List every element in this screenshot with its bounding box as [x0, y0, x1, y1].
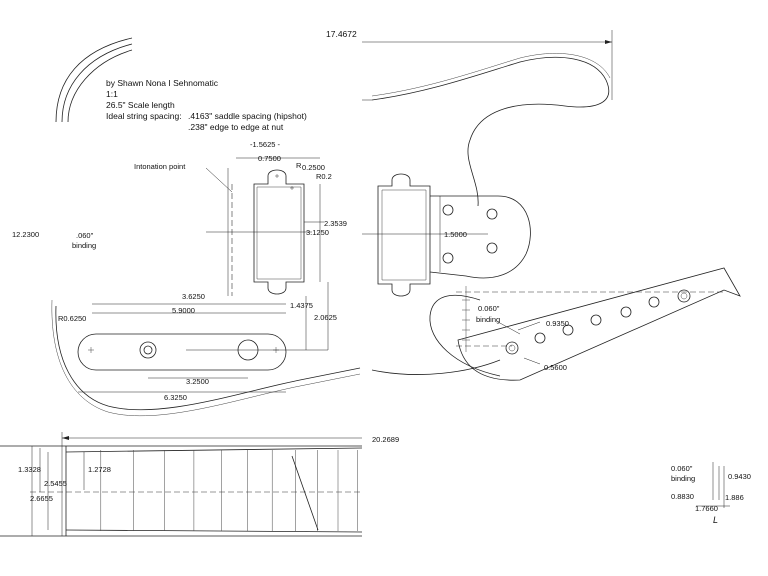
dim-R0-6250: R0.6250 [58, 314, 86, 323]
intonation-point-label: Intonation point [134, 162, 186, 171]
lower-horn-outline [371, 294, 501, 377]
nut-spacing-note: .238" edge to edge at nut [188, 122, 284, 132]
binding-headstock-value: 0.060" [478, 304, 500, 313]
dim-2-0625: 2.0625 [314, 313, 337, 322]
dim-1-4375: 1.4375 [290, 301, 313, 310]
fret-lines [100, 450, 358, 531]
dim-1-5625: -1.5625 - [250, 140, 281, 149]
dim-5-9000: 5.9000 [172, 306, 195, 315]
author-note: by Shawn Nona I Sehnomatic [106, 78, 219, 88]
dim-1-3328: 1.3328 [18, 465, 41, 474]
dim-0-8830: 0.8830 [671, 492, 694, 501]
dim-0-2500: 0.2500 [302, 163, 325, 172]
dim-1-7660: 1.7660 [695, 504, 718, 513]
dim-6-3250: 6.3250 [164, 393, 187, 402]
string-spacing-label: Ideal string spacing: [106, 111, 182, 121]
binding-left-word: binding [72, 241, 96, 250]
binding-section-value: 0.060" [671, 464, 693, 473]
dim-3-2500: 3.2500 [186, 377, 209, 386]
scale-length-note: 26.5" Scale length [106, 100, 175, 110]
headstock-drawing: 0.060" binding 0.9350 0.5600 [456, 267, 741, 381]
bridge-drawing: 1.5000 [362, 173, 531, 297]
binding-headstock-word: binding [476, 315, 500, 324]
dim-R0-2: R0.2 [316, 172, 332, 181]
overall-width-dimension: 17.4672 [326, 29, 613, 100]
control-plate: 3.6250 5.9000 1.4375 2.0625 R0.6250 3.25… [58, 282, 337, 402]
dim-1-886: 1.886 [725, 493, 744, 502]
binding-section-word: binding [671, 474, 695, 483]
neck-length-label: 20.2689 [372, 435, 399, 444]
section-letter: L [713, 515, 718, 525]
dim-2-3539: 2.3539 [324, 219, 347, 228]
lower-body-outline [51, 299, 361, 417]
pickup-drawing: Intonation point -1.5625 - 0.7500 R 0.25… [134, 140, 347, 296]
neck-section-detail: 0.060" binding 0.9430 0.8830 1.886 1.766… [671, 462, 751, 525]
dim-0-7500: 0.7500 [258, 154, 281, 163]
overall-width-label: 17.4672 [326, 29, 357, 39]
upper-horn-curves [55, 37, 133, 123]
neck-fretboard: 20.2689 1.3328 1.2728 2.5455 2.6655 [0, 432, 399, 537]
notes-block: by Shawn Nona I Sehnomatic 1:1 26.5" Sca… [106, 78, 307, 132]
dim-0-9430: 0.9430 [728, 472, 751, 481]
dim-3-6250: 3.6250 [182, 292, 205, 301]
dim-0-9350: 0.9350 [546, 319, 569, 328]
dim-3-1250: 3.1250 [306, 228, 329, 237]
scale-note: 1:1 [106, 89, 118, 99]
binding-left-value: .060" [76, 231, 94, 240]
dim-0-5600: 0.5600 [544, 363, 567, 372]
upper-body-outline [362, 53, 611, 207]
dim-R: R [296, 161, 302, 170]
body-height-label: 12.2300 [12, 230, 39, 239]
dim-1-5000: 1.5000 [444, 230, 467, 239]
dim-2-5455: 2.5455 [44, 479, 67, 488]
saddle-spacing-note: .4163" saddle spacing (hipshot) [188, 111, 307, 121]
dim-1-2728: 1.2728 [88, 465, 111, 474]
dim-2-6655: 2.6655 [30, 494, 53, 503]
